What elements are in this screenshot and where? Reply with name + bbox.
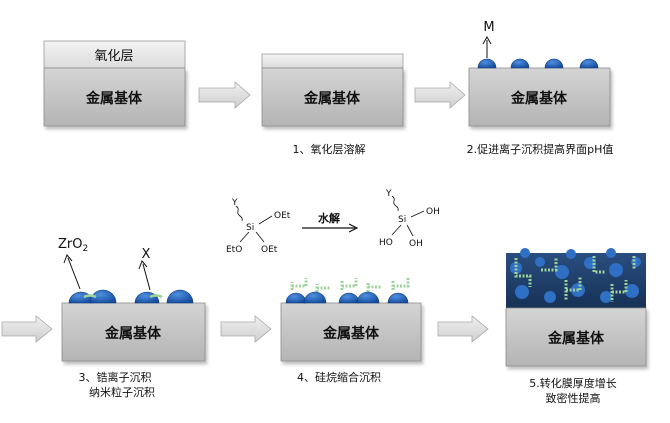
reactant-si: Si	[246, 223, 254, 233]
substrate-label-6: 金属基体	[547, 330, 605, 347]
stage1: 氧化层 金属基体	[43, 40, 186, 127]
x-arrow-head	[138, 260, 148, 270]
metal-substrate-2	[261, 67, 404, 127]
x-label: X	[142, 247, 151, 262]
zro2-arrow	[67, 257, 81, 290]
ion-particle	[477, 58, 497, 69]
zr-particle	[134, 291, 160, 304]
particle	[356, 291, 380, 304]
arrow-4	[220, 315, 272, 343]
substrate-label-1: 金属基体	[85, 90, 143, 107]
product-group-3: OH	[409, 239, 423, 249]
stage4: 金属基体 ZrO2 X 3、锆离子沉积 纳米粒子沉积	[58, 237, 206, 399]
arrow-5	[437, 315, 489, 343]
zr-particles	[68, 289, 194, 304]
particle	[338, 292, 360, 304]
bond	[406, 224, 414, 237]
arrow-1	[198, 81, 251, 109]
arrow-2	[414, 81, 466, 109]
product-group-2: HO	[379, 238, 393, 248]
arrow-3	[1, 315, 53, 343]
bond	[410, 210, 425, 218]
substrate-label-4: 金属基体	[104, 325, 162, 342]
reaction-label: 水解	[318, 211, 340, 225]
ion-particle	[510, 58, 530, 69]
metal-substrate-4	[61, 302, 206, 362]
bond	[391, 224, 402, 236]
zr-particle	[149, 294, 163, 299]
bond	[258, 215, 273, 225]
film-surface-particles	[520, 248, 616, 259]
stage5-caption: 4、硅烷缩合沉积	[297, 370, 381, 384]
film-silane-network	[514, 256, 636, 302]
product-si: Si	[398, 215, 406, 225]
dissolved-oxide-layer	[261, 53, 404, 69]
reactant-y: Y	[231, 198, 238, 208]
metal-substrate-6	[505, 307, 647, 367]
stage6: 金属基体 5.转化膜厚度增长 致密性提高	[505, 248, 647, 405]
reactant-group-2: EtO	[226, 245, 242, 255]
silane-network	[290, 278, 410, 292]
x-arrow	[142, 263, 151, 291]
zro2-label: ZrO2	[58, 237, 88, 254]
stage5: 金属基体 4、硅烷缩合沉积	[280, 278, 422, 384]
ion-particle	[544, 58, 564, 69]
zr-particle	[166, 289, 194, 304]
bond	[239, 231, 250, 243]
product-group-1: OH	[426, 207, 440, 217]
stage3: 金属基体 M 2.促进离子沉积提高界面pH值	[467, 20, 614, 156]
reaction-arrow-head	[348, 223, 359, 233]
stage3-caption: 2.促进离子沉积提高界面pH值	[467, 142, 614, 156]
substrate-label-2: 金属基体	[303, 90, 361, 107]
stage4-caption-line2: 纳米粒子沉积	[89, 385, 155, 399]
product-y: Y	[385, 189, 392, 199]
particle	[387, 292, 409, 304]
metal-substrate-3	[468, 67, 611, 127]
reactant-group-3: OEt	[261, 245, 278, 255]
bond	[255, 231, 265, 243]
oxide-layer-label: 氧化层	[94, 49, 133, 64]
metal-symbol: M	[483, 20, 494, 35]
stage2-caption: 1、氧化层溶解	[293, 142, 366, 156]
zr-particle	[89, 289, 117, 304]
particle	[285, 292, 307, 304]
film-particles	[510, 257, 641, 303]
deposited-ions	[477, 58, 599, 69]
release-arrow-head	[482, 35, 492, 45]
particle	[303, 291, 327, 304]
oxide-layer	[43, 40, 186, 69]
zr-particle	[83, 294, 97, 299]
zr-particle	[68, 291, 94, 304]
stage6-caption-line1: 5.转化膜厚度增长	[529, 376, 617, 390]
stage6-caption-line2: 致密性提高	[546, 391, 601, 405]
organic-chain	[391, 195, 399, 212]
silane-hydrolysis: Y Si OEt EtO OEt 水解 Y Si OH HO OH	[226, 189, 440, 255]
substrate-label-3: 金属基体	[510, 90, 568, 107]
stage4-caption-line1: 3、锆离子沉积	[79, 370, 152, 384]
metal-substrate-1	[43, 67, 186, 127]
zro2-arrow-head	[63, 254, 73, 264]
deposited-particles	[285, 291, 409, 304]
ion-particle	[579, 58, 599, 69]
substrate-label-5: 金属基体	[322, 325, 380, 342]
stage2: 金属基体 1、氧化层溶解	[261, 53, 404, 156]
organic-chain	[235, 205, 243, 222]
metal-substrate-5	[280, 302, 422, 362]
reactant-group-1: OEt	[274, 211, 291, 221]
